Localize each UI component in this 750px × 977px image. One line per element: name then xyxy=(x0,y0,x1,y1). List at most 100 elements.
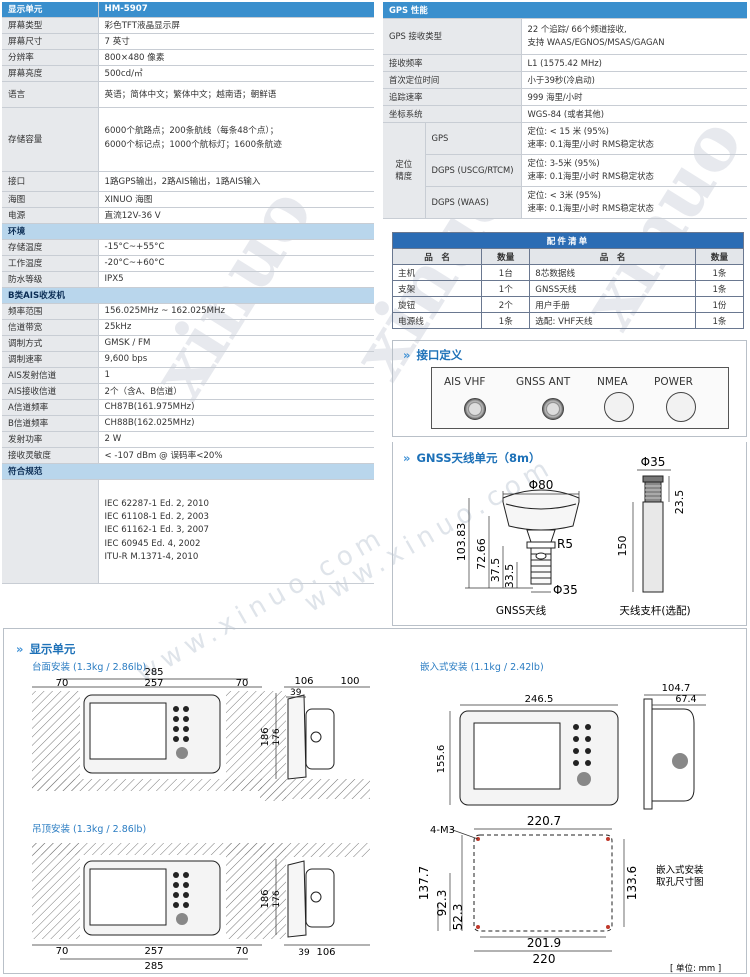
accessories-title: 配件清单 xyxy=(392,232,744,249)
dim-label: 186 xyxy=(260,889,271,908)
dim-label: 33.5 xyxy=(503,564,516,589)
precision-value: 定位: < 3米 (95%) 速率: 0.1海里/小时 RMS稳定状态 xyxy=(521,186,747,219)
col-header: 数量 xyxy=(481,248,531,265)
gps-value: 999 海里/小时 xyxy=(521,88,747,106)
dim-label: 176 xyxy=(272,728,282,745)
ais-title: B类AIS收发机 xyxy=(2,287,374,304)
spec-value: 25kHz xyxy=(98,319,374,336)
precision-line: 速率: 0.1海里/小时 RMS稳定状态 xyxy=(527,171,654,181)
ais-vhf-connector-icon xyxy=(464,398,486,420)
storage-line: 6000个航路点；200条航线（每条48个点）； xyxy=(104,126,279,137)
dimension-lines xyxy=(465,491,580,593)
desk-mount-label: 台面安装 xyxy=(32,662,71,673)
accessory-cell: 8芯数据线 xyxy=(529,264,696,281)
dim-label: 106 xyxy=(294,676,313,687)
precision-line: 定位: < 15 米 (95%) xyxy=(527,126,609,137)
spec-value: XINUO 海图 xyxy=(98,191,374,208)
gps-key: 首次定位时间 xyxy=(383,71,522,89)
ceiling-side-view: 186 176 39 106 xyxy=(260,843,370,958)
display-dims-panel: »显示单元 台面安装 (1.3kg / 2.86lb) 吊顶安装 (1.3kg … xyxy=(3,628,747,974)
unit-label: [ 单位: mm ] xyxy=(670,963,721,974)
accessory-cell: 主机 xyxy=(391,264,483,281)
spec-key: 存储容量 xyxy=(2,107,99,172)
spec-row: 存储容量 6000个航路点；200条航线（每条48个点）； 6000个标记点；1… xyxy=(2,107,374,172)
spec-value: 1 xyxy=(98,367,374,384)
gnss-drawing: Φ80 103.83 72.66 37.5 33.5 R5 Φ35 GNSS天线… xyxy=(455,455,691,617)
dim-label: Φ35 xyxy=(553,583,578,597)
dim-label: 220 xyxy=(533,952,556,966)
spec-key: 电源 xyxy=(2,207,99,224)
spec-key: 接收灵敏度 xyxy=(2,447,99,464)
spec-value: < -107 dBm @ 误码率<20% xyxy=(98,447,374,464)
dim-label: 70 xyxy=(236,946,249,957)
interface-title-text: 接口定义 xyxy=(416,348,463,362)
flush-mount-label: 嵌入式安装 xyxy=(420,662,468,673)
ceiling-mount-weight: (1.3kg / 2.86lb) xyxy=(73,824,147,835)
gnss-antenna-icon xyxy=(502,489,580,585)
gps-row: 定位 精度 GPS 定位: < 15 米 (95%) 速率: 0.1海里/小时 … xyxy=(383,122,747,219)
flush-front-view: 246.5 155.6 xyxy=(436,694,619,806)
spec-value: 2个（含A、B信道） xyxy=(98,383,374,400)
accessory-cell: 1条 xyxy=(695,312,744,329)
environment-title: 环境 xyxy=(2,223,374,240)
spec-row: 存储温度-15°C~+55°C xyxy=(2,239,374,256)
ceiling-mount-label: 吊顶安装 xyxy=(32,824,71,835)
dim-label: 257 xyxy=(144,946,163,957)
compliance-item: IEC 61162-1 Ed. 3, 2007 xyxy=(104,525,210,536)
col-header: 品 名 xyxy=(529,248,696,265)
dim-label: 103.83 xyxy=(455,523,468,562)
precision-mode: DGPS (WAAS) xyxy=(425,186,522,219)
dim-label: 100 xyxy=(340,676,359,687)
gps-type-line: 22 个追踪/ 66个频道接收, xyxy=(527,24,627,35)
spec-value: 直流12V-36 V xyxy=(98,207,374,224)
spec-key: 接口 xyxy=(2,171,99,192)
spec-value: -15°C~+55°C xyxy=(98,239,374,256)
section-row: 环境 xyxy=(2,223,374,240)
col-header: 数量 xyxy=(695,248,744,265)
port-label: NMEA xyxy=(597,376,628,388)
accessory-cell: 2个 xyxy=(481,296,531,313)
gnss-title-text: GNSS天线单元（8m） xyxy=(416,451,541,465)
dim-label: 155.6 xyxy=(436,745,447,774)
section-row: 符合规范 xyxy=(2,463,374,480)
dim-label: R5 xyxy=(557,537,573,551)
chevron-right-icon: » xyxy=(403,451,411,465)
mast-label: 天线支杆(选配) xyxy=(619,604,690,617)
spec-key: 语言 xyxy=(2,81,99,108)
dim-label: 67.4 xyxy=(675,694,696,705)
precision-value: 定位: 3-5米 (95%) 速率: 0.1海里/小时 RMS稳定状态 xyxy=(521,154,747,187)
dim-label: 285 xyxy=(144,961,163,972)
spec-value: GMSK / FM xyxy=(98,335,374,352)
power-connector-icon xyxy=(666,392,696,422)
dim-label: 92.3 xyxy=(435,890,449,917)
dim-label: 150 xyxy=(616,536,629,557)
spec-value: CH87B(161.975MHz) xyxy=(98,399,374,416)
dim-label: 176 xyxy=(272,890,282,907)
accessory-cell: 1条 xyxy=(695,264,744,281)
spec-value: 英语；简体中文；繁体中文；越南语；朝鲜语 xyxy=(98,81,374,108)
precision-mode: GPS xyxy=(425,122,522,155)
spec-key: 频率范围 xyxy=(2,303,99,320)
col-header: 品 名 xyxy=(391,248,483,265)
precision-line: 速率: 0.1海里/小时 RMS稳定状态 xyxy=(527,203,654,213)
precision-mode: DGPS (USCG/RTCM) xyxy=(425,154,522,187)
dim-label: Φ35 xyxy=(641,455,666,469)
spec-key: 信道带宽 xyxy=(2,319,99,336)
spec-value: 彩色TFT液晶显示屏 xyxy=(98,17,374,34)
spec-row: 接收灵敏度< -107 dBm @ 误码率<20% xyxy=(2,447,374,464)
compliance-item: IEC 60945 Ed. 4, 2002 xyxy=(104,538,201,549)
spec-value: 156.025MHz ~ 162.025MHz xyxy=(98,303,374,320)
desk-front-view: 285 257 70 70 xyxy=(32,667,262,791)
spec-row: 电源直流12V-36 V xyxy=(2,207,374,224)
gps-table: GPS 性能 GPS 接收类型 22 个追踪/ 66个频道接收, 支持 WAAS… xyxy=(383,2,747,219)
dim-label: 133.6 xyxy=(625,866,639,900)
